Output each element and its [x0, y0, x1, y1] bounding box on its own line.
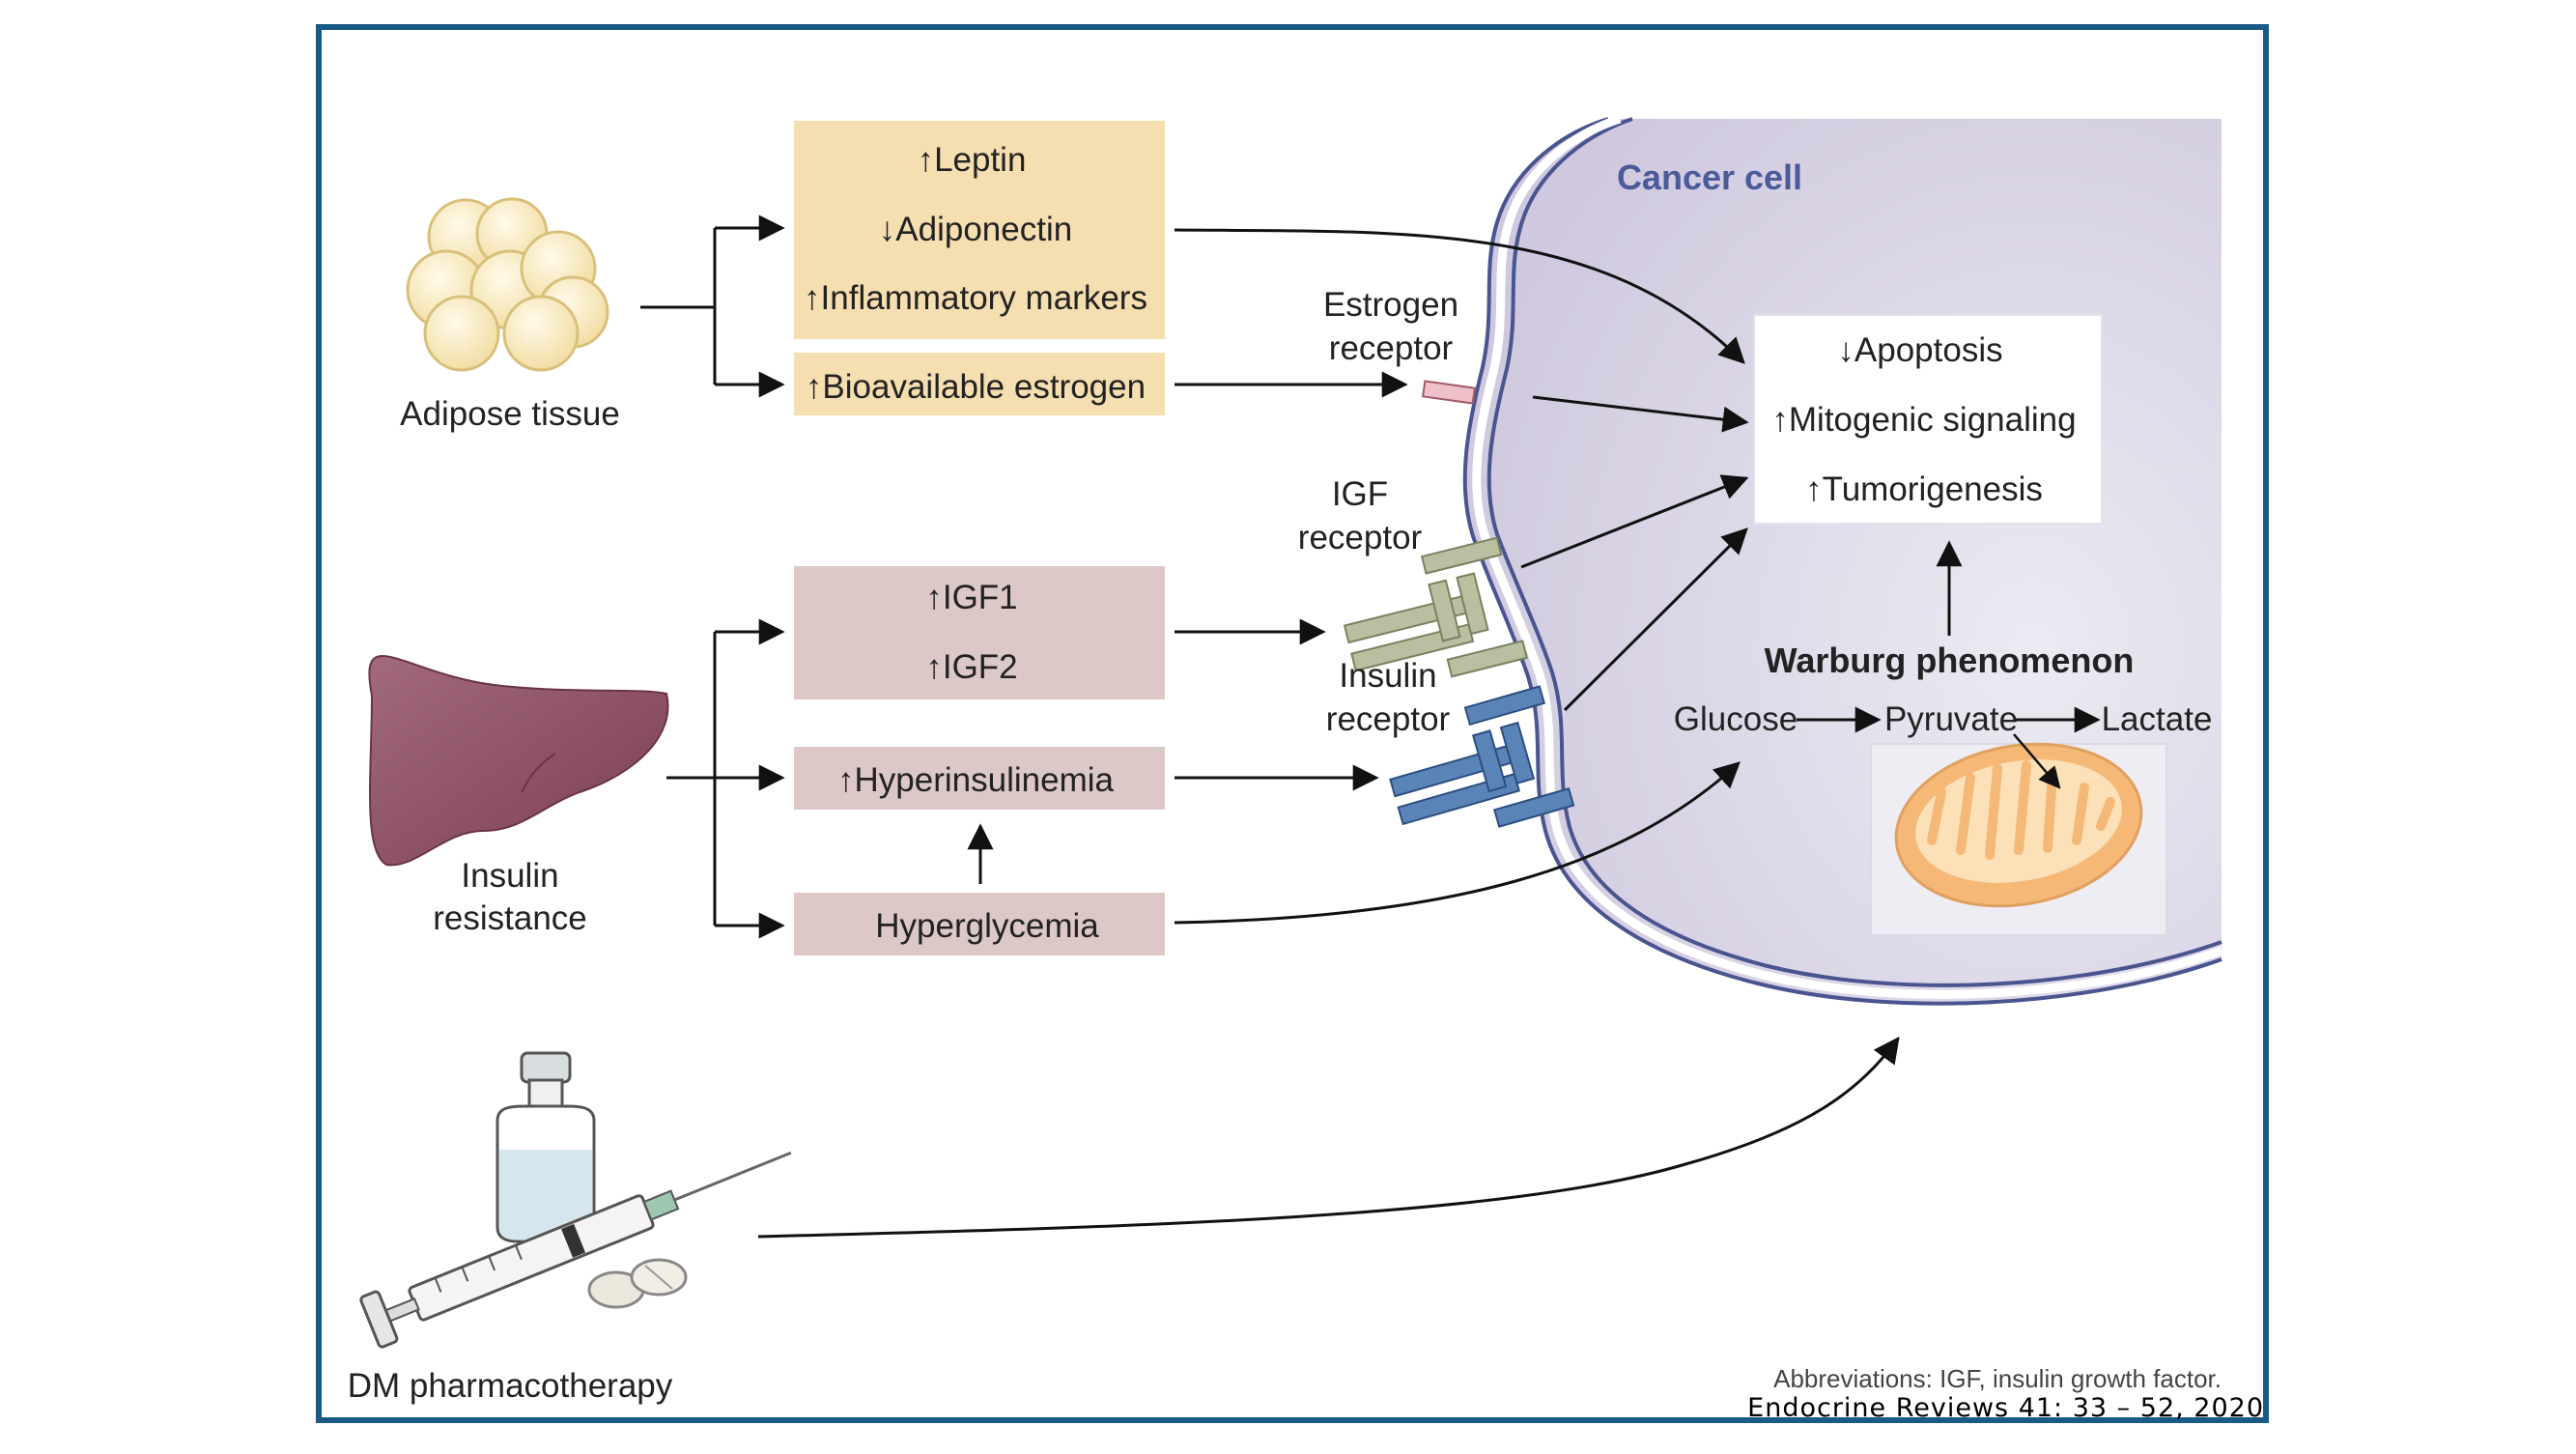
adipose-tissue-label: Adipose tissue — [400, 395, 620, 433]
insulin-receptor-label-line1: Insulin — [1339, 657, 1436, 695]
pills-icon — [587, 1258, 688, 1309]
insulin-receptor-label-line2: receptor — [1326, 700, 1451, 738]
igf1-text: ↑IGF1 — [925, 579, 1017, 616]
estrogen-receptor-to-outcomes-arrow — [1532, 395, 1749, 433]
mitochondrion-illustration — [1870, 742, 2167, 936]
glucose-text: Glucose — [1674, 700, 1798, 738]
insulin-resistance-label-line1: Insulin — [461, 857, 558, 895]
citation-text: Endocrine Reviews 41: 33 – 52, 2020 — [1747, 1393, 2264, 1423]
cancer-cell-label: Cancer cell — [1617, 157, 1802, 197]
insulin-resistance-label-line2: resistance — [433, 899, 587, 937]
igf-receptor-to-outcomes-arrow — [1520, 474, 1749, 569]
igf-box — [794, 566, 1165, 699]
estrogen-receptor-icon — [1422, 380, 1476, 405]
igf2-text: ↑IGF2 — [925, 648, 1017, 686]
tumorigenesis-text: ↑Tumorigenesis — [1805, 470, 2043, 508]
hyperinsulinemia-box — [794, 747, 1165, 810]
igf-receptor-label-line2: receptor — [1298, 519, 1423, 556]
hyperinsulinemia-text: ↑Hyperinsulinemia — [837, 761, 1114, 799]
dm-pharmacotherapy-to-cell-arrow — [757, 1036, 1900, 1239]
dm-pharmacotherapy-illustration — [359, 1051, 792, 1349]
igf-receptor-label-line1: IGF — [1332, 475, 1388, 513]
leptin-text: ↑Leptin — [918, 141, 1027, 179]
adipose-branch-connector — [640, 214, 785, 398]
mitogenic-signaling-text: ↑Mitogenic signaling — [1771, 401, 2076, 439]
outcomes-box — [1753, 314, 2103, 525]
warburg-title: Warburg phenomenon — [1765, 641, 2135, 680]
inflammatory-markers-text: ↑Inflammatory markers — [804, 279, 1147, 317]
adipose-tissue-illustration — [406, 197, 609, 372]
hyperglycemia-box — [794, 893, 1165, 955]
liver-illustration — [368, 655, 669, 867]
insulin-receptor-to-outcomes-arrow — [1563, 527, 1748, 712]
insulin-branch-connector — [666, 618, 785, 939]
bioavailable-estrogen-box — [794, 353, 1165, 415]
vial-icon — [495, 1051, 596, 1243]
hyperglycemia-text: Hyperglycemia — [875, 907, 1099, 945]
adipokines-to-outcomes-arrow — [1174, 228, 1745, 364]
pyruvate-text: Pyruvate — [1884, 700, 2018, 738]
estrogen-receptor-label-line1: Estrogen — [1323, 286, 1458, 324]
estrogen-receptor-label-line2: receptor — [1329, 329, 1454, 367]
igf-receptor-icon — [1343, 536, 1528, 678]
dm-pharmacotherapy-label: DM pharmacotherapy — [348, 1367, 673, 1405]
hyperglycemia-to-glucose-arrow — [1174, 761, 1741, 925]
apoptosis-text: ↓Apoptosis — [1837, 331, 2002, 369]
adipokine-box — [794, 121, 1165, 339]
figure-frame — [316, 24, 2269, 1423]
pyruvate-to-mitochondrion-arrow — [2013, 733, 2061, 789]
syringe-icon — [359, 1151, 792, 1349]
adiponectin-text: ↓Adiponectin — [879, 211, 1072, 248]
insulin-receptor-icon — [1389, 685, 1575, 828]
bioavailable-estrogen-text: ↑Bioavailable estrogen — [806, 368, 1146, 406]
lactate-text: Lactate — [2102, 700, 2213, 738]
abbreviations-footnote: Abbreviations: IGF, insulin growth facto… — [1773, 1364, 2222, 1393]
